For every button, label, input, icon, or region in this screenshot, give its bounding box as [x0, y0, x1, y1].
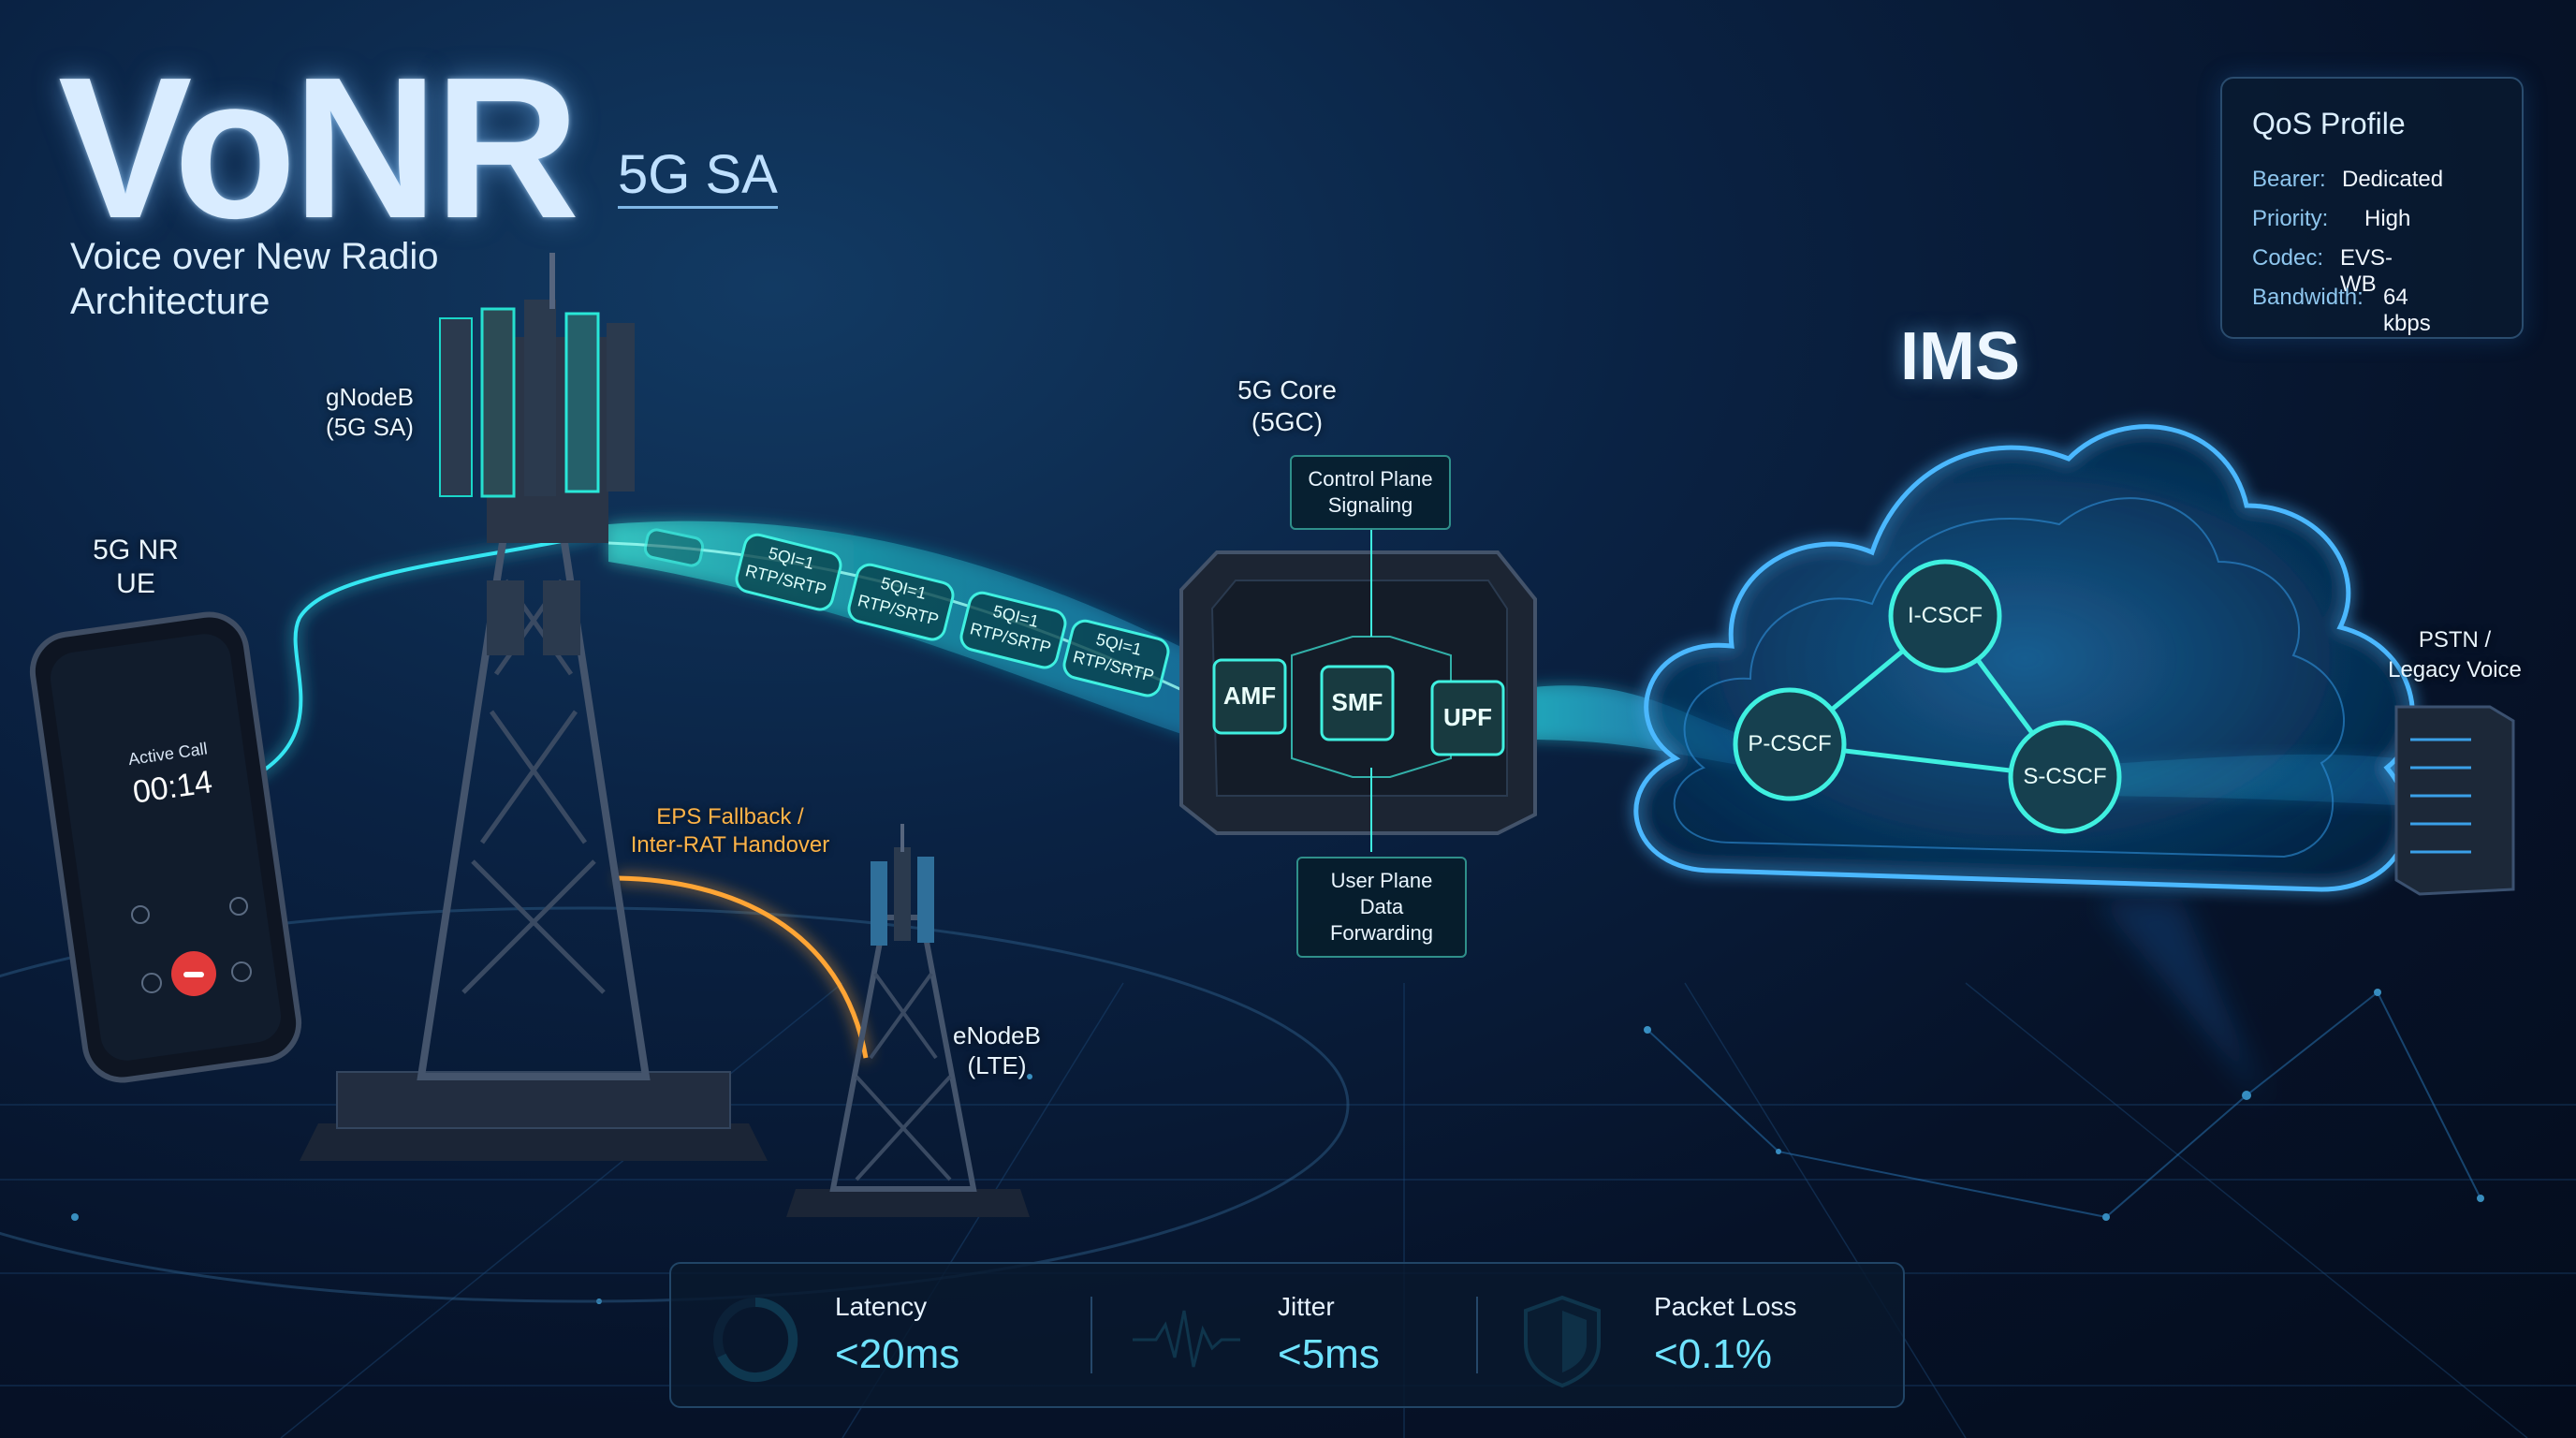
title-badge: 5G SA	[618, 148, 778, 209]
title-description-line1: Voice over New Radio	[70, 236, 439, 277]
icscf-node: I-CSCF	[1908, 603, 1983, 628]
core-nf-boxes	[1212, 658, 1505, 756]
qos-key-codec: Codec:	[2252, 245, 2324, 271]
fallback-label-line2: Inter-RAT Handover	[630, 832, 830, 858]
jitter-value: <5ms	[1278, 1331, 1380, 1377]
core-label-line2: (5GC)	[1251, 407, 1324, 436]
qos-key-bearer: Bearer:	[2252, 167, 2326, 192]
title-description: Voice over New Radio Architecture	[70, 234, 557, 324]
qos-value-bearer: Dedicated	[2342, 167, 2444, 192]
pstn-label-line2: Legacy Voice	[2388, 657, 2522, 682]
fallback-label: EPS Fallback / Inter-RAT Handover	[618, 803, 842, 859]
title-description-line2: Architecture	[70, 281, 271, 322]
qos-value-priority: High	[2364, 206, 2411, 231]
network-links	[1647, 990, 2481, 1219]
qos-key-bandwidth: Bandwidth:	[2252, 285, 2364, 310]
pstn-label: PSTN / Legacy Voice	[2368, 625, 2541, 685]
enodeb-tower	[786, 824, 1030, 1217]
pcscf-node: P-CSCF	[1748, 731, 1832, 756]
enodeb-label-line2: (LTE)	[967, 1051, 1027, 1079]
ims-cloud	[1633, 424, 2415, 892]
core-label-line1: 5G Core	[1237, 375, 1337, 404]
fallback-arc	[617, 875, 869, 1059]
pstn-label-line1: PSTN /	[2418, 627, 2492, 653]
packet-loss-name: Packet Loss	[1654, 1292, 1797, 1321]
scscf-node: S-CSCF	[2023, 764, 2107, 789]
qos-value-bandwidth: 64 kbps	[2383, 285, 2431, 336]
amf-node: AMF	[1222, 682, 1277, 710]
ims-title: IMS	[1900, 319, 2021, 394]
enodeb-label-line1: eNodeB	[953, 1021, 1041, 1049]
main-title: VoNR	[58, 35, 579, 260]
control-plane-line2: Signaling	[1327, 493, 1413, 517]
packet-loss-value: <0.1%	[1654, 1331, 1772, 1377]
fallback-label-line1: EPS Fallback /	[656, 804, 804, 829]
user-plane-line2: Data Forwarding	[1329, 895, 1434, 945]
ground-ring	[0, 906, 1350, 1303]
gnodeb-label: gNodeB (5G SA)	[290, 382, 449, 442]
ims-light-beam	[2097, 899, 2265, 1105]
gnodeb-tower	[300, 253, 768, 1161]
core-label: 5G Core (5GC)	[1208, 374, 1367, 438]
user-plane-box: User Plane Data Forwarding	[1296, 857, 1467, 958]
ue-label: 5G NR UE	[56, 534, 215, 601]
qos-row-bearer: Bearer: Dedicated	[2252, 167, 2443, 193]
qos-row-priority: Priority: High	[2252, 206, 2410, 232]
control-plane-line1: Control Plane	[1308, 467, 1433, 491]
metrics-divider-1	[1090, 1297, 1092, 1373]
packet-capsules	[643, 528, 1170, 697]
phone-ue	[29, 611, 302, 1083]
network-dots	[71, 989, 2484, 1304]
upf-node: UPF	[1443, 703, 1492, 731]
qos-row-codec: Codec: EVS-WB	[2252, 245, 2393, 297]
qos-row-bandwidth: Bandwidth: 64 kbps	[2252, 285, 2431, 336]
gnodeb-label-line1: gNodeB	[326, 383, 414, 411]
qos-key-priority: Priority:	[2252, 206, 2329, 231]
gnodeb-label-line2: (5G SA)	[326, 413, 414, 441]
control-plane-box: Control Plane Signaling	[1290, 455, 1451, 530]
ue-radio-link	[252, 532, 600, 779]
metrics-divider-2	[1476, 1297, 1478, 1373]
smf-node: SMF	[1331, 688, 1383, 716]
latency-name: Latency	[835, 1292, 928, 1321]
ue-label-line2: UE	[116, 568, 155, 599]
qos-profile-panel: QoS Profile Bearer: Dedicated Priority: …	[2220, 77, 2524, 339]
pstn-server	[2394, 705, 2515, 896]
enodeb-label: eNodeB (LTE)	[917, 1020, 1076, 1080]
jitter-name: Jitter	[1278, 1292, 1335, 1321]
metrics-bar: Latency <20ms Jitter <5ms Packet Loss <0…	[669, 1262, 1905, 1408]
qos-title: QoS Profile	[2252, 107, 2406, 140]
user-plane-line1: User Plane	[1330, 869, 1433, 892]
ue-label-line1: 5G NR	[93, 535, 179, 565]
qos-value-codec: EVS-WB	[2340, 245, 2393, 297]
latency-value: <20ms	[835, 1331, 960, 1377]
